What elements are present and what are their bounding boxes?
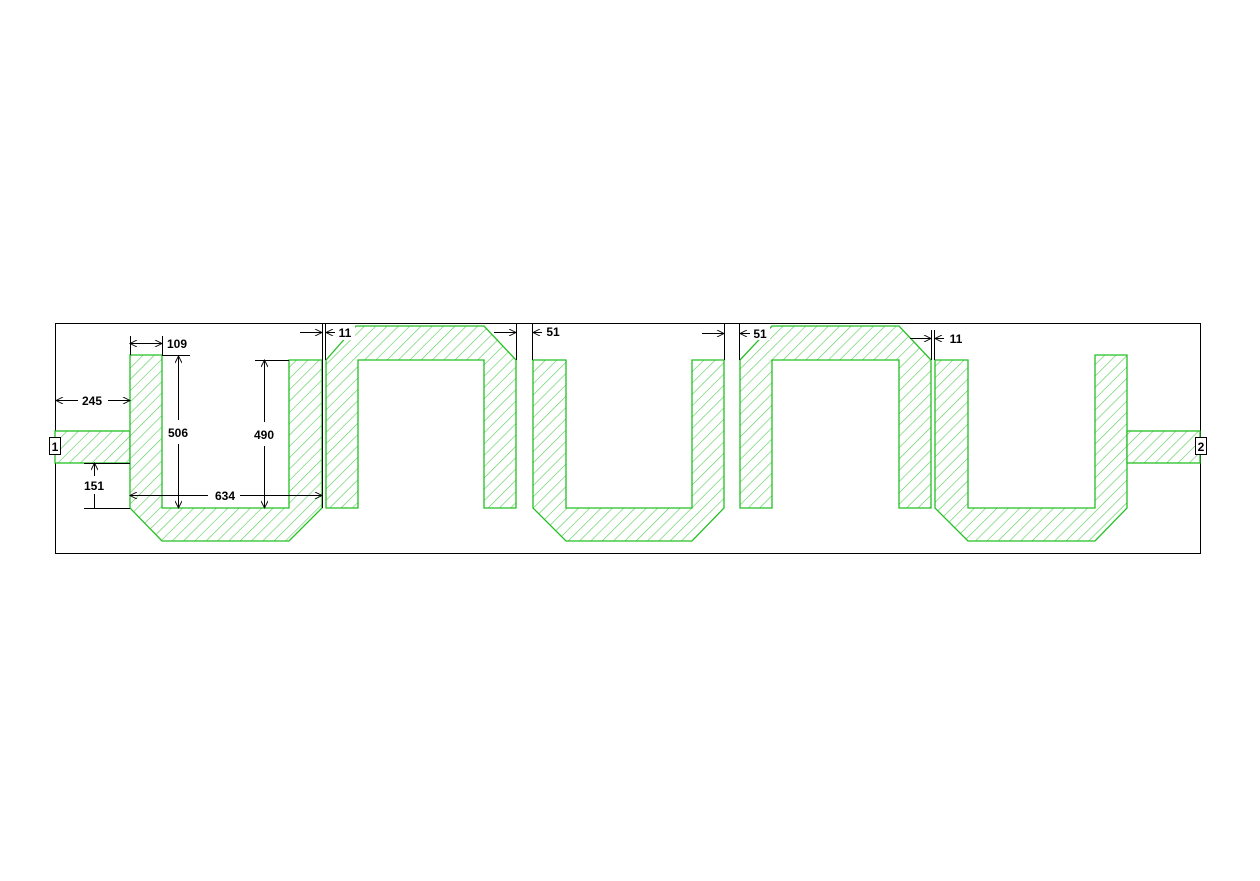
traces <box>54 325 1201 542</box>
port-1-label: 1 <box>49 437 61 455</box>
dim-11-left: 11 <box>339 326 352 340</box>
resonator-4 <box>739 325 932 509</box>
dim-490: 490 <box>254 428 274 442</box>
dim-151: 151 <box>84 479 104 493</box>
input-feed-line <box>54 430 131 464</box>
dim-506: 506 <box>168 426 188 440</box>
output-feed-line <box>1126 430 1201 464</box>
svg-text:2: 2 <box>1198 440 1205 454</box>
resonator-2 <box>325 325 517 509</box>
resonator-1 <box>129 354 323 542</box>
svg-text:1: 1 <box>52 440 59 454</box>
dim-245: 245 <box>82 394 102 408</box>
dim-51-left: 51 <box>546 325 560 339</box>
dim-11-right: 11 <box>950 332 963 346</box>
resonator-3 <box>532 359 725 542</box>
dim-51-right: 51 <box>753 327 767 341</box>
resonator-5 <box>934 354 1128 542</box>
dimension-labels: 245 151 109 506 490 634 11 51 51 11 <box>78 325 966 503</box>
dim-109: 109 <box>167 337 187 351</box>
port-2-label: 2 <box>1195 437 1207 455</box>
dimension-lines <box>56 323 944 509</box>
dim-634: 634 <box>215 489 235 503</box>
